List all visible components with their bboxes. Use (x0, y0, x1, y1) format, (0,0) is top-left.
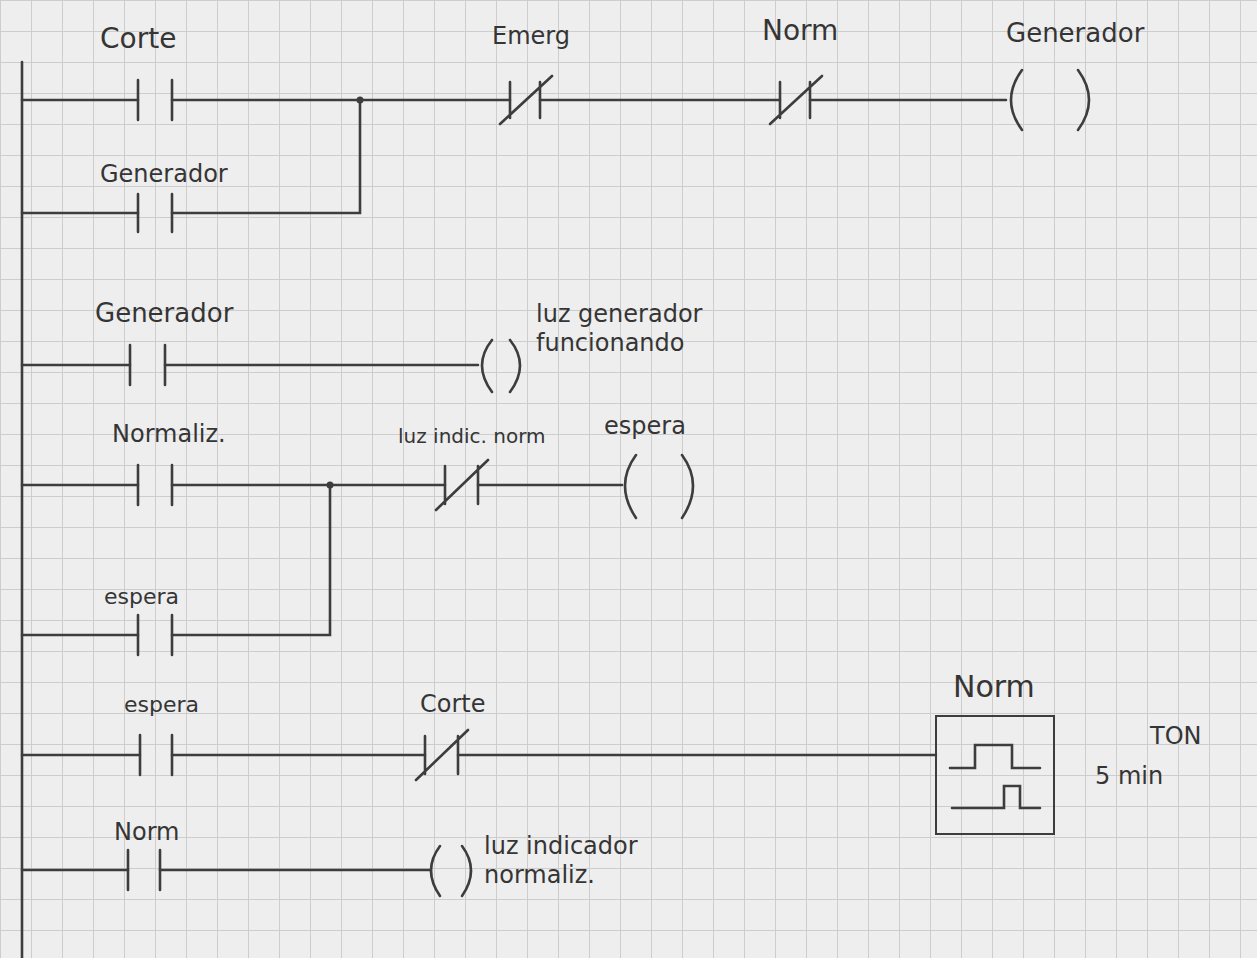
contact-label: Generador (95, 298, 233, 329)
no-contact (138, 80, 172, 120)
coil-symbol (482, 340, 520, 392)
junction-dot (357, 97, 364, 104)
wire (22, 754, 936, 757)
timer-block: Norm (935, 715, 1055, 835)
contact-label: luz indicador normaliz. (484, 832, 719, 890)
contact-label: espera (104, 584, 179, 610)
contact-label: espera (604, 412, 686, 441)
timer-name: Norm (953, 669, 1035, 704)
contact-label: Normaliz. (112, 420, 226, 449)
nc-contact (770, 76, 822, 124)
contact-label: espera (124, 692, 199, 718)
contact-label: Corte (420, 690, 485, 719)
nc-contact (500, 76, 552, 124)
power-rail (21, 62, 24, 958)
wire (22, 99, 1006, 102)
contact-label: Generador (1006, 18, 1144, 49)
coil-symbol (625, 455, 693, 518)
contact-label: luz indic. norm (398, 424, 546, 448)
wire (22, 869, 430, 872)
contact-label: luz generador funcionando (536, 300, 771, 358)
timer-waveform (950, 745, 1040, 808)
wire (22, 100, 360, 213)
no-contact (128, 850, 160, 890)
no-contact (140, 735, 172, 775)
coil-symbol (431, 846, 471, 896)
no-contact (138, 615, 172, 655)
wire (22, 485, 330, 635)
nc-contact (436, 460, 488, 510)
contact-label: Generador (100, 160, 228, 189)
contact-label: Norm (762, 14, 838, 48)
wire (22, 364, 478, 367)
nc-contact (416, 730, 468, 780)
coil-symbol (1011, 70, 1089, 130)
no-contact (130, 345, 165, 385)
contact-label: 5 min (1095, 762, 1163, 791)
contact-label: TON (1150, 722, 1202, 751)
junction-dot (327, 482, 334, 489)
no-contact (138, 194, 172, 232)
contact-label: Norm (114, 818, 179, 847)
wire (22, 484, 622, 487)
contact-label: Emerg (492, 22, 570, 51)
no-contact (138, 465, 172, 505)
contact-label: Corte (100, 22, 176, 56)
